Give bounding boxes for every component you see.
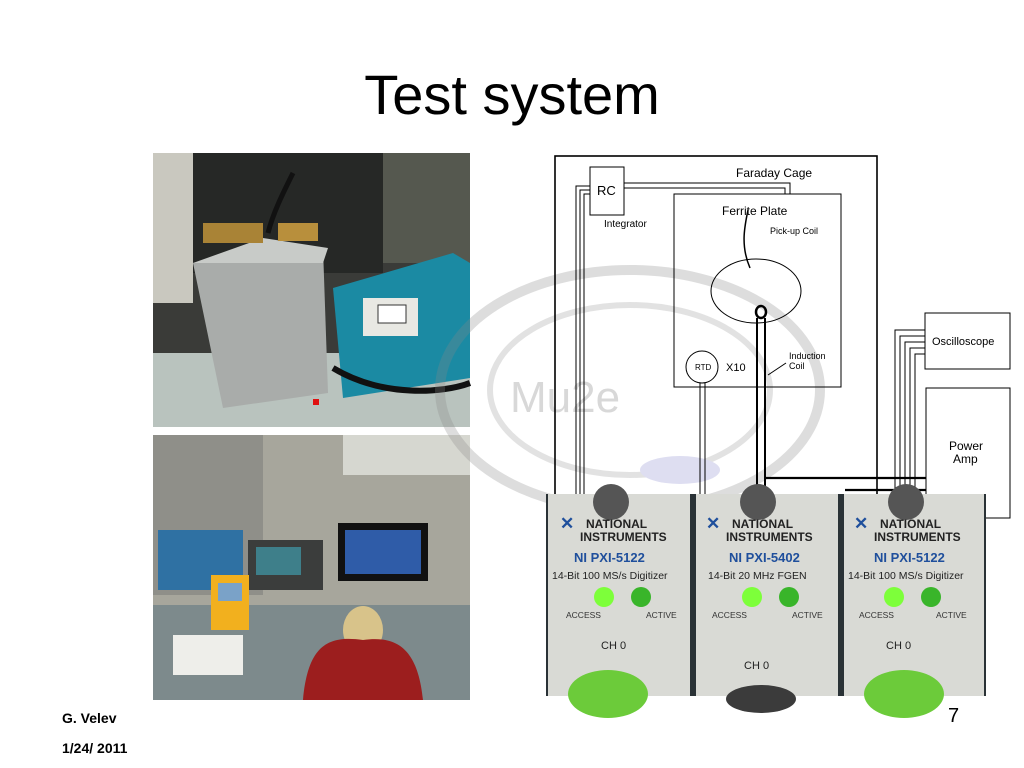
power-amp-label-2: Amp [953, 452, 978, 466]
slide-title: Test system [364, 63, 660, 126]
ni-led1-label: ACCESS [859, 610, 894, 620]
ni-model: NI PXI-5122 [574, 550, 645, 565]
ni-module-1: ✕ NATIONAL INSTRUMENTS NI PXI-5122 14-Bi… [548, 484, 690, 718]
induction-label-2: Coil [789, 361, 805, 371]
footer-date: 1/24/ 2011 [62, 740, 128, 756]
lab-workstation-photo [153, 435, 470, 700]
ni-brand-2: INSTRUMENTS [874, 530, 961, 544]
ni-module-3: ✕ NATIONAL INSTRUMENTS NI PXI-5122 14-Bi… [844, 484, 984, 718]
ferrite-plate-label: Ferrite Plate [722, 204, 788, 218]
induction-coil [754, 304, 768, 320]
svg-text:✕: ✕ [854, 514, 868, 533]
ni-desc: 14-Bit 100 MS/s Digitizer [552, 570, 668, 582]
ni-brand-1: NATIONAL [732, 517, 793, 531]
x10-label: X10 [726, 362, 746, 374]
induction-label-1: Induction [789, 351, 826, 361]
lab-illustration [153, 435, 470, 700]
rc-box [589, 166, 625, 216]
rtd-label: RTD [695, 363, 712, 372]
ni-led1-label: ACCESS [712, 610, 747, 620]
ni-desc: 14-Bit 20 MHz FGEN [708, 570, 807, 582]
ni-ch-label: CH 0 [601, 640, 626, 652]
ni-modules-illustration: ✕ NATIONAL INSTRUMENTS NI PXI-5122 14-Bi… [546, 484, 986, 718]
ni-brand-2: INSTRUMENTS [726, 530, 813, 544]
faraday-cage-label: Faraday Cage [736, 166, 812, 180]
rtd-sensor [685, 350, 719, 384]
oscilloscope-box [924, 312, 1011, 370]
ni-led2-label: ACTIVE [936, 610, 967, 620]
ni-led1-label: ACCESS [566, 610, 601, 620]
footer-author: G. Velev [62, 710, 117, 726]
ni-led2-label: ACTIVE [646, 610, 677, 620]
ni-ch-label: CH 0 [886, 640, 911, 652]
ni-brand-1: NATIONAL [880, 517, 941, 531]
rc-label: RC [597, 183, 616, 198]
ni-brand-2: INSTRUMENTS [580, 530, 667, 544]
ni-model: NI PXI-5402 [729, 550, 800, 565]
watermark-text: Mu2e [510, 373, 620, 422]
test-system-diagram: Mu2e Faraday Cage RC Integrator Ferrite … [435, 150, 1020, 520]
ni-led2-label: ACTIVE [792, 610, 823, 620]
block-diagram: Mu2e Faraday Cage RC Integrator Ferrite … [435, 155, 1011, 519]
ni-pxi-modules-photo: ✕ NATIONAL INSTRUMENTS NI PXI-5122 14-Bi… [546, 484, 986, 718]
ni-brand-1: NATIONAL [586, 517, 647, 531]
ni-ch-label: CH 0 [744, 660, 769, 672]
test-stand-illustration [153, 153, 472, 427]
ni-module-2: ✕ NATIONAL INSTRUMENTS NI PXI-5402 14-Bi… [696, 484, 838, 713]
page-number: 7 [948, 705, 960, 727]
svg-text:✕: ✕ [560, 514, 574, 533]
test-stand-photo [153, 153, 472, 427]
integrator-label: Integrator [604, 219, 647, 230]
power-amp-label-1: Power [949, 439, 983, 453]
svg-text:✕: ✕ [706, 514, 720, 533]
oscilloscope-label: Oscilloscope [932, 336, 994, 348]
ni-desc: 14-Bit 100 MS/s Digitizer [848, 570, 964, 582]
ni-model: NI PXI-5122 [874, 550, 945, 565]
pickup-coil-label: Pick-up Coil [770, 226, 818, 236]
